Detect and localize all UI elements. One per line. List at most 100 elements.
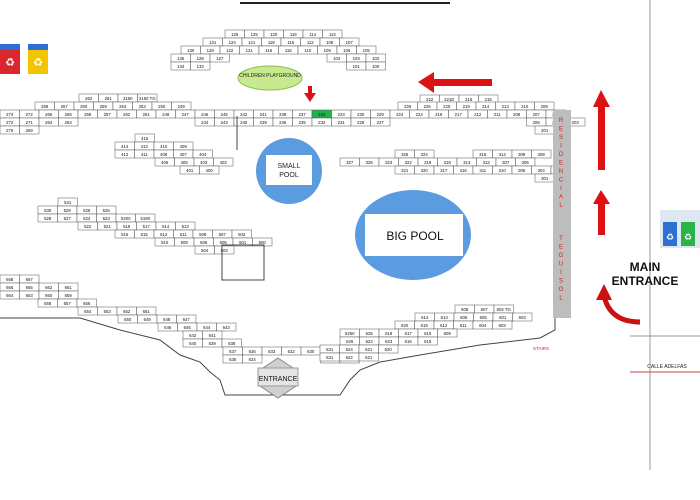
unit-number: 261	[105, 96, 113, 101]
unit-number: 222	[426, 97, 434, 102]
unit-number: 220	[443, 104, 451, 109]
unit-number: 401	[186, 168, 194, 173]
unit-number: 231	[338, 120, 346, 125]
unit-number: 607	[481, 307, 489, 312]
unit-number: 213	[502, 104, 510, 109]
unit-number: 411	[141, 152, 148, 157]
unit-number: 316	[460, 168, 468, 173]
side-letter: O	[559, 287, 564, 293]
unit-number: 637	[229, 349, 237, 354]
unit-number: 218	[435, 112, 443, 117]
unit-number: 619	[421, 323, 429, 328]
unit-number: 648	[163, 317, 171, 322]
unit-number: 621	[365, 347, 373, 352]
unit-cell	[252, 237, 273, 247]
unit-number: 506	[200, 240, 208, 245]
unit-number: 601	[499, 315, 507, 320]
unit-number: 638	[228, 341, 236, 346]
unit-number: 120	[270, 32, 278, 37]
side-letter: L	[559, 203, 563, 209]
small-pool-label: SMALL	[278, 163, 301, 170]
side-letter: U	[559, 262, 563, 268]
unit-number: 237	[299, 112, 307, 117]
side-letter: A	[559, 195, 563, 201]
unit-number: 666	[6, 285, 14, 290]
unit-number: 5190	[140, 216, 150, 221]
unit-number: 121	[248, 40, 256, 45]
unit-number: 523	[103, 216, 111, 221]
unit-number: 233	[338, 112, 346, 117]
unit-number: 622	[346, 355, 354, 360]
unit-number: 322	[405, 160, 413, 165]
unit-cell	[437, 328, 458, 338]
side-letter: R	[559, 118, 564, 124]
unit-number: 503	[221, 248, 229, 253]
unit-number: 510	[161, 240, 169, 245]
unit-number: 615	[424, 339, 432, 344]
unit-number: 112	[307, 40, 314, 45]
unit-number: 643	[223, 325, 231, 330]
unit-number: 272	[26, 112, 34, 117]
unit-number: 626	[346, 339, 354, 344]
unit-number: 414	[121, 144, 129, 149]
unit-number: 249	[178, 104, 186, 109]
unit-number: 522	[84, 224, 92, 229]
unit-number: 116	[265, 48, 272, 53]
unit-number: 620	[385, 347, 393, 352]
unit-number: 508	[199, 232, 207, 237]
svg-text:♻: ♻	[5, 57, 15, 69]
unit-number: 6250	[345, 331, 355, 336]
residencial-band	[553, 110, 571, 318]
unit-number: 504	[201, 248, 209, 253]
unit-number: 665	[26, 285, 34, 290]
unit-number: 667	[26, 277, 34, 282]
red-arrow-up-icon	[593, 90, 610, 170]
unit-cell	[209, 53, 230, 63]
unit-number: 501	[239, 240, 247, 245]
unit-number: 319	[424, 160, 432, 165]
unit-number: 403	[200, 160, 208, 165]
unit-cell	[242, 354, 263, 364]
unit-number: 221D	[444, 97, 454, 102]
unit-number: 250	[158, 104, 166, 109]
unit-number: 209	[541, 104, 549, 109]
unit-number: 306	[522, 160, 530, 165]
recycle-bins-left-icon: ♻ ♻	[0, 44, 48, 74]
unit-number: 646	[164, 325, 172, 330]
unit-number: 252	[123, 112, 131, 117]
unit-number: 509	[181, 240, 189, 245]
unit-number: 125	[251, 32, 259, 37]
unit-number: 271	[26, 120, 34, 125]
side-letter: C	[559, 178, 564, 184]
unit-number: 262	[85, 96, 93, 101]
unit-number: 2150 TG	[139, 96, 156, 101]
unit-number: 103	[353, 56, 361, 61]
unit-number: 254	[119, 104, 127, 109]
red-arrow-left-icon	[418, 72, 492, 93]
unit-number: 124	[229, 40, 237, 45]
unit-number: 134	[177, 64, 185, 69]
unit-cell	[417, 336, 438, 346]
curved-entrance-arrow-icon	[601, 295, 641, 325]
unit-number: 649	[144, 317, 152, 322]
side-letter: S	[559, 135, 563, 141]
unit-number: 516	[121, 232, 129, 237]
unit-number: 240	[240, 120, 248, 125]
unit-cell	[378, 344, 399, 354]
unit-number: 126	[231, 32, 239, 37]
unit-number: 307	[502, 160, 510, 165]
unit-number: 408	[160, 152, 168, 157]
unit-number: 606	[460, 315, 468, 320]
side-letter: L	[559, 296, 563, 302]
unit-number: 631	[326, 355, 334, 360]
unit-number: 131	[209, 40, 217, 45]
side-letter: E	[559, 245, 563, 251]
unit-number: 321	[401, 168, 409, 173]
unit-number: 636	[249, 349, 257, 354]
unit-number: 133	[197, 64, 205, 69]
unit-cell	[492, 320, 513, 330]
side-letter: G	[559, 253, 564, 259]
unit-number: 272	[6, 120, 14, 125]
